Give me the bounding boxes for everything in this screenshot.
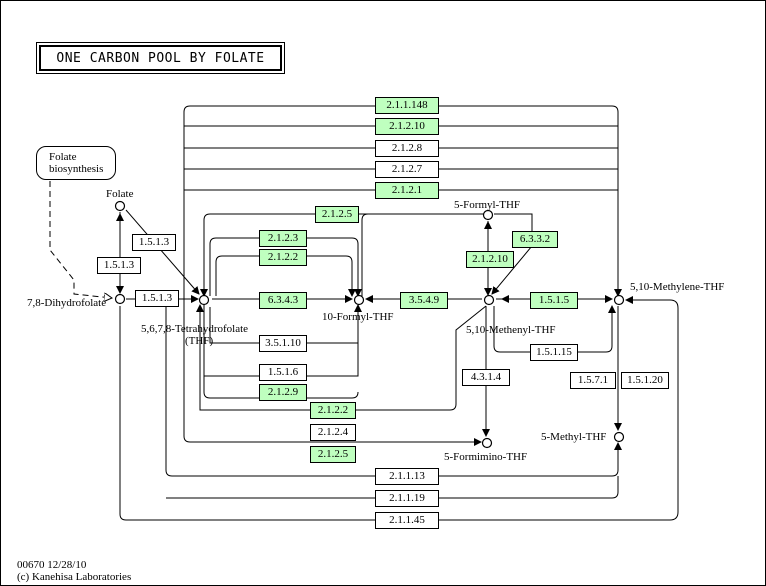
- enzyme-1-5-1-3-a[interactable]: 1.5.1.3: [132, 234, 176, 251]
- enzyme-1-5-1-20[interactable]: 1.5.1.20: [621, 372, 669, 389]
- label-thf-line1[interactable]: 5,6,7,8-Tetrahydrofolate: [141, 323, 249, 335]
- diagram-title: ONE CARBON POOL BY FOLATE: [56, 51, 265, 66]
- enzyme-1-5-1-3-b[interactable]: 1.5.1.3: [97, 257, 141, 274]
- label-5-10-methylene-thf[interactable]: 5,10-Methylene-THF: [630, 281, 725, 293]
- enzyme-2-1-1-45[interactable]: 2.1.1.45: [375, 512, 439, 529]
- node-5-formyl[interactable]: [482, 209, 494, 221]
- map-link-folate-biosynthesis[interactable]: Folate biosynthesis: [36, 146, 116, 180]
- enzyme-2-1-2-2-bottom[interactable]: 2.1.2.2: [310, 402, 356, 419]
- node-formimino[interactable]: [481, 437, 493, 449]
- map-link-line1: Folate: [49, 151, 77, 163]
- enzyme-2-1-2-8[interactable]: 2.1.2.8: [375, 140, 439, 157]
- enzyme-2-1-1-148[interactable]: 2.1.1.148: [375, 97, 439, 114]
- label-folate[interactable]: Folate: [106, 188, 134, 200]
- enzyme-2-1-2-2-top[interactable]: 2.1.2.2: [259, 249, 307, 266]
- enzyme-1-5-1-15[interactable]: 1.5.1.15: [530, 344, 578, 361]
- enzyme-1-5-1-6[interactable]: 1.5.1.6: [259, 364, 307, 381]
- map-link-line2: biosynthesis: [49, 163, 104, 175]
- label-thf-line2[interactable]: (THF): [185, 335, 214, 347]
- enzyme-6-3-4-3[interactable]: 6.3.4.3: [259, 292, 307, 309]
- enzyme-3-5-4-9[interactable]: 3.5.4.9: [400, 292, 448, 309]
- enzyme-2-1-2-3[interactable]: 2.1.2.3: [259, 230, 307, 247]
- enzyme-2-1-2-1[interactable]: 2.1.2.1: [375, 182, 439, 199]
- footer-id-date: 00670 12/28/10: [17, 559, 87, 571]
- enzyme-2-1-2-5-top[interactable]: 2.1.2.5: [315, 206, 359, 223]
- enzyme-2-1-2-4[interactable]: 2.1.2.4: [310, 424, 356, 441]
- enzyme-1-5-1-5[interactable]: 1.5.1.5: [530, 292, 578, 309]
- enzyme-2-1-1-19[interactable]: 2.1.1.19: [375, 490, 439, 507]
- enzyme-6-3-3-2[interactable]: 6.3.3.2: [512, 231, 558, 248]
- node-thf[interactable]: [198, 294, 210, 306]
- enzyme-2-1-2-10-mid[interactable]: 2.1.2.10: [466, 251, 514, 268]
- node-methenyl[interactable]: [483, 294, 495, 306]
- label-5-formimino-thf[interactable]: 5-Formimino-THF: [444, 451, 528, 463]
- node-methylene[interactable]: [613, 294, 625, 306]
- enzyme-2-1-1-13[interactable]: 2.1.1.13: [375, 468, 439, 485]
- route-21148: [183, 105, 622, 300]
- diagram-title-box: ONE CARBON POOL BY FOLATE: [36, 42, 285, 74]
- node-10-formyl[interactable]: [353, 294, 365, 306]
- enzyme-3-5-1-10[interactable]: 3.5.1.10: [259, 335, 307, 352]
- enzyme-2-1-2-10-top[interactable]: 2.1.2.10: [375, 118, 439, 135]
- enzyme-2-1-2-9[interactable]: 2.1.2.9: [259, 384, 307, 401]
- enzyme-1-5-7-1[interactable]: 1.5.7.1: [570, 372, 616, 389]
- label-5-formyl-thf[interactable]: 5-Formyl-THF: [454, 199, 520, 211]
- enzyme-2-1-2-7[interactable]: 2.1.2.7: [375, 161, 439, 178]
- label-5-methyl-thf[interactable]: 5-Methyl-THF: [541, 431, 607, 443]
- node-5-methyl[interactable]: [613, 431, 625, 443]
- label-10-formyl-thf[interactable]: 10-Formyl-THF: [322, 311, 394, 323]
- footer-copyright: (c) Kanehisa Laboratories: [17, 571, 132, 583]
- enzyme-4-3-1-4[interactable]: 4.3.1.4: [462, 369, 510, 386]
- node-dhf[interactable]: [114, 293, 126, 305]
- node-folate[interactable]: [114, 200, 126, 212]
- enzyme-1-5-1-3-c[interactable]: 1.5.1.3: [135, 290, 179, 307]
- label-5-10-methenyl-thf[interactable]: 5,10-Methenyl-THF: [466, 324, 556, 336]
- enzyme-2-1-2-5-bottom[interactable]: 2.1.2.5: [310, 446, 356, 463]
- label-dihydrofolate[interactable]: 7,8-Dihydrofolate: [27, 297, 107, 309]
